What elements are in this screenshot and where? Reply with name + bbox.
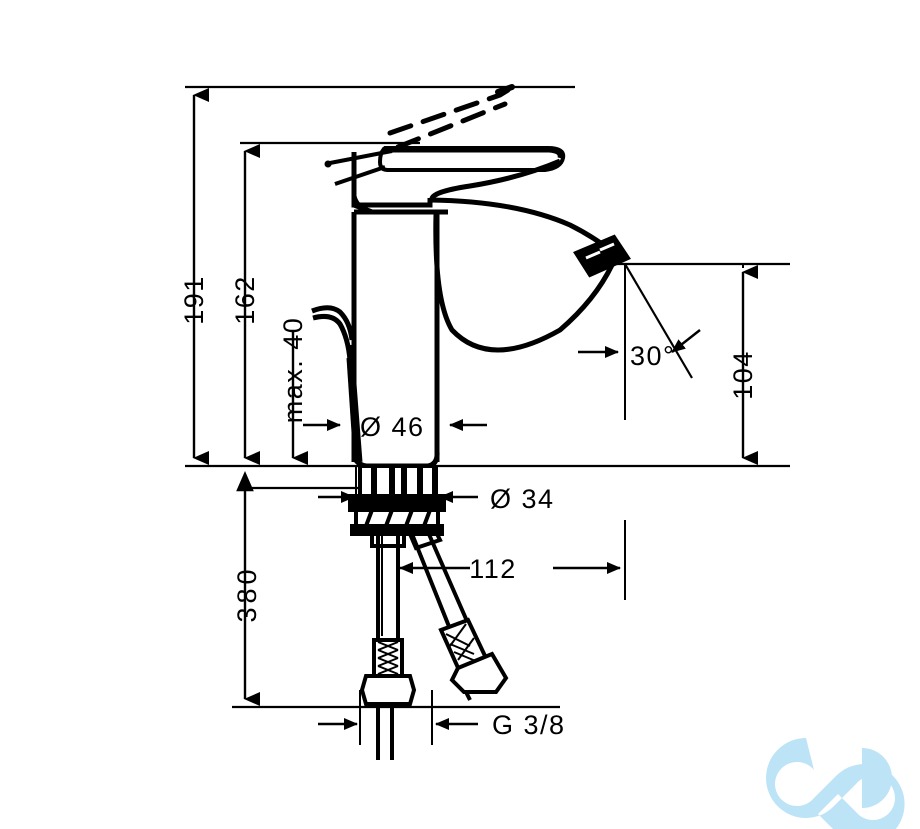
- hose-left: [359, 534, 417, 760]
- aerator: [573, 234, 631, 278]
- horizontal-dimensions: [303, 329, 701, 730]
- label-diameter-34: Ø 34: [490, 484, 555, 514]
- label-104: 104: [728, 350, 758, 400]
- label-380: 380: [232, 565, 262, 622]
- lever-underside: [429, 158, 561, 201]
- label-112: 112: [469, 554, 517, 584]
- arrow-162-below: [236, 471, 254, 492]
- lever-raised-dashed: [387, 87, 511, 150]
- faucet-body: [311, 84, 631, 469]
- label-max-40: max. 40: [278, 317, 308, 424]
- lever-raised-tip: [495, 84, 515, 95]
- label-191: 191: [179, 275, 209, 325]
- hose-right: [410, 531, 509, 701]
- lever-pivot-line2: [334, 165, 386, 186]
- under-counter-assembly: [348, 464, 509, 760]
- label-diameter-46: Ø 46: [360, 412, 425, 442]
- lever-handle: [377, 146, 566, 172]
- label-g38: G 3/8: [492, 710, 566, 740]
- body-bottom-flare: [351, 451, 440, 469]
- dimarrow-30-right: [671, 329, 701, 353]
- lever-pivot-dot: [324, 160, 332, 168]
- dimension-labels: 191 162 max. 40 Ø 46 Ø 34 104 30° 112 38…: [179, 275, 758, 740]
- vertical-dimensions: [192, 88, 758, 706]
- lever-pivot-line: [329, 149, 393, 165]
- label-30-degrees: 30°: [630, 341, 675, 371]
- angle-ray-30: [624, 263, 693, 379]
- label-162: 162: [230, 275, 260, 325]
- lever-top-edge: [382, 147, 563, 159]
- popup-waste-rod: [311, 305, 363, 463]
- hose-connector-block: [370, 527, 443, 551]
- cd-infinity-logo: [766, 738, 905, 829]
- mounting-nut: [348, 494, 446, 536]
- extension-lines: [185, 85, 790, 745]
- threaded-shank: [358, 464, 436, 498]
